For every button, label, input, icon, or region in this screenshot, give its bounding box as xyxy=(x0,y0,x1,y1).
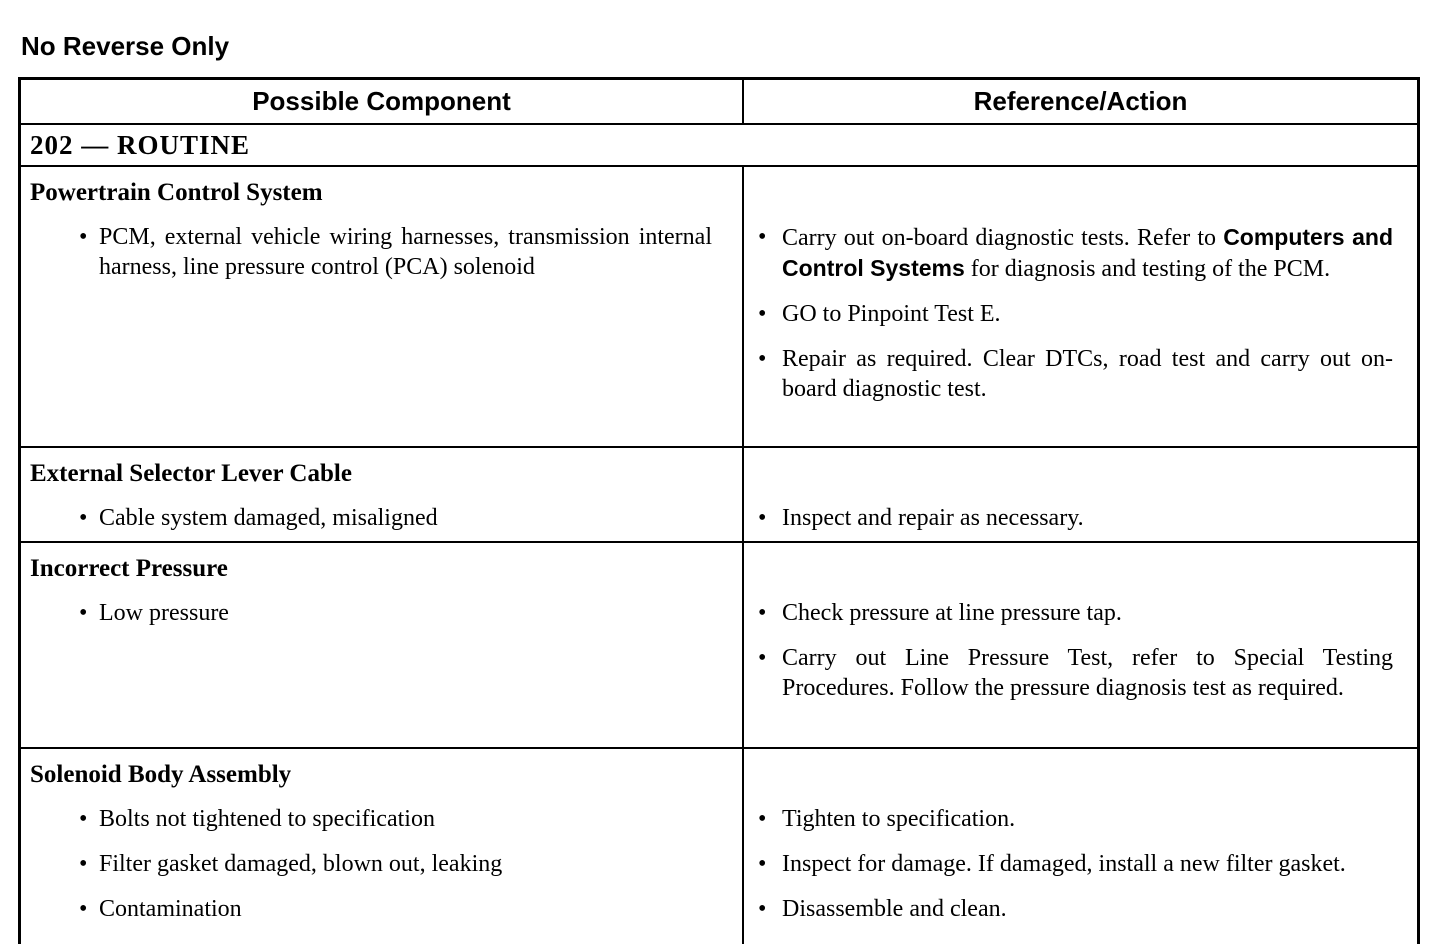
bullet-icon: • xyxy=(79,851,88,877)
bullet-icon: • xyxy=(758,600,767,626)
table-header-row: Possible Component Reference/Action xyxy=(21,80,1417,123)
diagnostic-table: Possible Component Reference/Action 202 … xyxy=(18,77,1420,944)
bullet-icon: • xyxy=(758,224,767,250)
table-row: • PCM, external vehicle wiring harnesses… xyxy=(21,222,1417,284)
component-cell xyxy=(21,299,742,329)
action-cell: • Carry out Line Pressure Test, refer to… xyxy=(742,643,1417,703)
action-item: GO to Pinpoint Test E. xyxy=(782,301,1001,327)
action-cell: • Inspect for damage. If damaged, instal… xyxy=(742,849,1417,879)
table-row: • Cable system damaged, misaligned • Ins… xyxy=(21,503,1417,533)
component-item: Low pressure xyxy=(99,600,229,626)
column-header-reference-action: Reference/Action xyxy=(742,80,1417,123)
action-cell: • GO to Pinpoint Test E. xyxy=(742,299,1417,329)
page-title: No Reverse Only xyxy=(21,31,230,61)
action-item: Carry out on-board diagnostic tests. Ref… xyxy=(782,222,1393,284)
section-powertrain-control-system: Powertrain Control System • PCM, externa… xyxy=(21,167,1417,446)
action-text: Carry out on-board diagnostic tests. Ref… xyxy=(782,225,1217,251)
component-cell: • Filter gasket damaged, blown out, leak… xyxy=(21,849,742,879)
list-item: • Filter gasket damaged, blown out, leak… xyxy=(79,849,712,879)
list-item: • Inspect and repair as necessary. xyxy=(758,503,1393,533)
list-item: • Cable system damaged, misaligned xyxy=(79,503,712,533)
bullet-icon: • xyxy=(758,851,767,877)
list-item: • Repair as required. Clear DTCs, road t… xyxy=(758,344,1393,404)
bullet-icon: • xyxy=(758,505,767,531)
bullet-icon: • xyxy=(758,301,767,327)
action-item: Tighten to specification. xyxy=(782,806,1016,832)
list-item: • Contamination xyxy=(79,894,712,924)
bullet-icon: • xyxy=(79,806,88,832)
section-heading: Solenoid Body Assembly xyxy=(30,761,292,788)
component-cell: • Low pressure xyxy=(21,598,742,628)
section-solenoid-body-assembly: Solenoid Body Assembly • Bolts not tight… xyxy=(21,747,1417,944)
action-cell: • Check pressure at line pressure tap. xyxy=(742,598,1417,628)
list-item: • PCM, external vehicle wiring harnesses… xyxy=(79,222,712,282)
action-cell: • Tighten to specification. xyxy=(742,804,1417,834)
bullet-icon: • xyxy=(79,505,88,531)
column-header-possible-component: Possible Component xyxy=(252,86,511,116)
list-item: • Tighten to specification. xyxy=(758,804,1393,834)
bullet-icon: • xyxy=(79,224,88,250)
component-cell xyxy=(21,344,742,404)
bullet-icon: • xyxy=(79,600,88,626)
table-row: • Bolts not tightened to specification •… xyxy=(21,804,1417,834)
table-row: • Contamination • Disassemble and clean. xyxy=(21,894,1417,924)
routine-label: 202 — ROUTINE xyxy=(30,129,251,160)
list-item: • Inspect for damage. If damaged, instal… xyxy=(758,849,1393,879)
action-cell: • Inspect and repair as necessary. xyxy=(742,503,1417,533)
action-item: Repair as required. Clear DTCs, road tes… xyxy=(782,346,1393,402)
section-heading: External Selector Lever Cable xyxy=(30,460,352,487)
component-item: Cable system damaged, misaligned xyxy=(99,505,438,531)
list-item: • GO to Pinpoint Test E. xyxy=(758,299,1393,329)
action-cell: • Disassemble and clean. xyxy=(742,894,1417,924)
action-cell: • Repair as required. Clear DTCs, road t… xyxy=(742,344,1417,404)
table-row: • GO to Pinpoint Test E. xyxy=(21,299,1417,329)
component-item: PCM, external vehicle wiring harnesses, … xyxy=(99,224,712,280)
list-item: • Low pressure xyxy=(79,598,712,628)
bullet-icon: • xyxy=(758,645,767,671)
section-external-selector-lever-cable: External Selector Lever Cable • Cable sy… xyxy=(21,446,1417,541)
bullet-icon: • xyxy=(758,346,767,372)
component-item: Bolts not tightened to specification xyxy=(99,806,435,832)
table-row: • Filter gasket damaged, blown out, leak… xyxy=(21,849,1417,879)
list-item: • Carry out on-board diagnostic tests. R… xyxy=(758,222,1393,284)
list-item: • Carry out Line Pressure Test, refer to… xyxy=(758,643,1393,703)
component-cell: • PCM, external vehicle wiring harnesses… xyxy=(21,222,742,284)
cross-reference: Computers and Control Systems xyxy=(782,224,1394,281)
table-row: • Repair as required. Clear DTCs, road t… xyxy=(21,344,1417,404)
section-heading: Incorrect Pressure xyxy=(30,555,228,582)
routine-row: 202 — ROUTINE xyxy=(21,123,1417,167)
bullet-icon: • xyxy=(758,806,767,832)
list-item: • Check pressure at line pressure tap. xyxy=(758,598,1393,628)
section-heading: Powertrain Control System xyxy=(30,179,323,206)
component-cell: • Contamination xyxy=(21,894,742,924)
component-cell: • Cable system damaged, misaligned xyxy=(21,503,742,533)
table-row: • Carry out Line Pressure Test, refer to… xyxy=(21,643,1417,703)
action-item: Inspect for damage. If damaged, install … xyxy=(782,851,1346,877)
component-item: Filter gasket damaged, blown out, leakin… xyxy=(99,851,503,877)
action-item: Inspect and repair as necessary. xyxy=(782,505,1084,531)
action-item: Check pressure at line pressure tap. xyxy=(782,600,1122,626)
section-incorrect-pressure: Incorrect Pressure • Low pressure • Chec… xyxy=(21,541,1417,747)
component-item: Contamination xyxy=(99,896,242,922)
bullet-icon: • xyxy=(79,896,88,922)
component-cell xyxy=(21,643,742,703)
action-item: Carry out Line Pressure Test, refer to S… xyxy=(782,645,1393,701)
action-item: Disassemble and clean. xyxy=(782,896,1007,922)
list-item: • Disassemble and clean. xyxy=(758,894,1393,924)
action-text: for diagnosis and testing of the PCM. xyxy=(970,256,1331,282)
component-cell: • Bolts not tightened to specification xyxy=(21,804,742,834)
table-row: • Low pressure • Check pressure at line … xyxy=(21,598,1417,628)
list-item: • Bolts not tightened to specification xyxy=(79,804,712,834)
bullet-icon: • xyxy=(758,896,767,922)
action-cell: • Carry out on-board diagnostic tests. R… xyxy=(742,222,1417,284)
